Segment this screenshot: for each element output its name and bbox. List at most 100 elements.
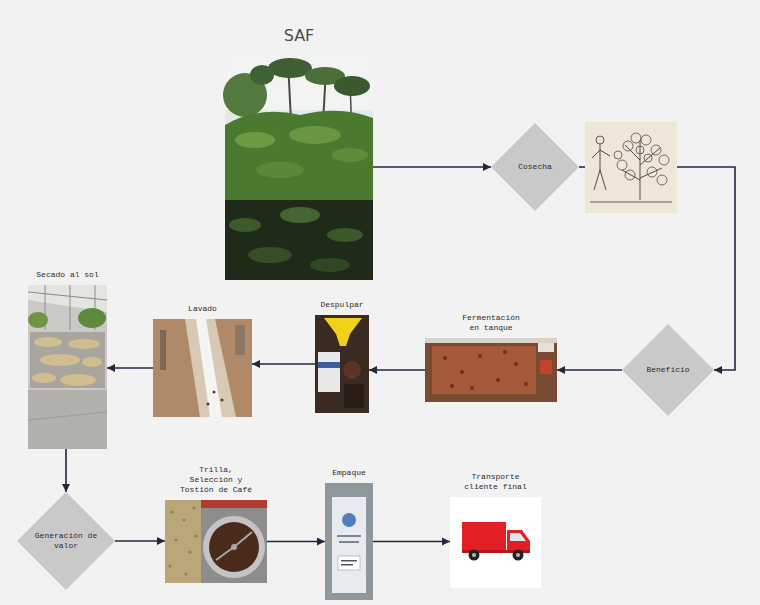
- fermentation-photo: [425, 338, 557, 402]
- pulper-photo: [318, 362, 340, 368]
- step-heading: Lavado: [188, 304, 217, 314]
- null: [641, 135, 651, 145]
- flow-arrow: [373, 541, 450, 543]
- truck-icon: [462, 522, 506, 552]
- washing-photo: [196, 319, 222, 417]
- step-heading: Empaque: [332, 468, 366, 478]
- truck-icon: [507, 530, 530, 552]
- forest-photo: [235, 132, 275, 148]
- step-label: Trilla, Selección y Tostión de Café: [178, 465, 254, 495]
- pulper-photo: [318, 352, 340, 392]
- null: [207, 403, 210, 406]
- step-heading: Secado al sol: [36, 270, 98, 280]
- sun-drying-photo: [28, 312, 48, 328]
- photo-step: Secado al sol: [28, 285, 107, 449]
- roasting-photo: [203, 516, 265, 578]
- null: [450, 384, 454, 388]
- diamond-text: Cosecha: [518, 162, 552, 172]
- null: [657, 175, 667, 185]
- washing-photo: [160, 330, 166, 370]
- forest-photo: [280, 207, 320, 223]
- null: [40, 354, 80, 366]
- flow-arrow: [369, 369, 425, 371]
- pulper-photo: [324, 318, 362, 346]
- truck-icon: [516, 553, 520, 557]
- null: [524, 382, 528, 386]
- step-label: Transporte cliente final: [463, 472, 529, 492]
- decision-diamond: Generación de valor: [17, 492, 115, 590]
- fermentation-photo: [538, 342, 554, 352]
- truck-icon: [469, 550, 480, 561]
- forest-photo: [225, 111, 373, 210]
- null: [625, 170, 635, 180]
- diamond-fill: [17, 492, 115, 590]
- decision-label: Generación de valor: [34, 531, 98, 551]
- forest-photo: [250, 65, 274, 85]
- null: [182, 518, 185, 521]
- null: [192, 506, 195, 509]
- null: [443, 350, 528, 390]
- roasting-photo: [209, 522, 259, 572]
- step-label: Despulpar: [320, 300, 363, 310]
- step-label: Lavado: [188, 304, 217, 314]
- washing-photo: [235, 325, 245, 355]
- truck-icon: [450, 497, 541, 588]
- flow-arrow: [557, 369, 622, 371]
- photo-step: Fermentación en tanque: [425, 338, 557, 402]
- roasting-photo: [165, 500, 267, 583]
- diamond-text: Beneficio: [646, 365, 689, 375]
- step-label: Empaque: [332, 468, 366, 478]
- null: [82, 357, 102, 367]
- step-label: SAF: [284, 27, 315, 45]
- step-label: Fermentación en tanque: [456, 313, 526, 333]
- null: [34, 337, 62, 347]
- null: [651, 145, 661, 155]
- truck-icon: [472, 553, 476, 557]
- flow-arrow: [115, 540, 165, 542]
- null: [188, 550, 191, 553]
- null: [617, 160, 627, 170]
- package-photo: [332, 497, 366, 593]
- roasting-photo: [201, 500, 267, 508]
- pulper-photo: [315, 315, 369, 413]
- null: [170, 510, 173, 513]
- null: [514, 362, 518, 366]
- null: [213, 391, 216, 394]
- sun-drying-photo: [30, 332, 105, 388]
- null: [194, 534, 197, 537]
- decision-diamond: Beneficio: [622, 324, 714, 416]
- step-heading: Fermentación en tanque: [456, 313, 526, 333]
- diamond-text: Generación de valor: [34, 531, 98, 551]
- null: [659, 155, 669, 165]
- forest-photo: [248, 247, 292, 263]
- package-photo: [342, 513, 356, 527]
- roasting-photo: [216, 532, 252, 560]
- flow-arrow: [107, 367, 153, 369]
- step-heading: SAF: [284, 27, 315, 45]
- null: [443, 356, 447, 360]
- truck-icon: [513, 550, 524, 561]
- null: [470, 386, 474, 390]
- photo-step: Trilla, Selección y Tostión de Café: [165, 500, 267, 583]
- forest-photo: [334, 76, 370, 96]
- harvest-sketch: [585, 122, 677, 213]
- package-photo: [341, 564, 353, 566]
- null: [184, 572, 187, 575]
- decision-diamond: Cosecha: [491, 123, 579, 211]
- flow-arrow: [65, 449, 67, 492]
- washing-photo: [153, 319, 252, 417]
- step-heading: Transporte cliente final: [463, 472, 529, 492]
- pulper-photo: [315, 315, 369, 413]
- pulper-photo: [343, 361, 361, 379]
- sun-drying-photo: [28, 285, 107, 449]
- washing-photo: [185, 319, 236, 417]
- flow-arrow: [373, 166, 491, 168]
- null: [174, 538, 177, 541]
- washing-photo: [153, 319, 252, 417]
- truck-icon: [450, 497, 541, 588]
- photo-step: Transporte cliente final: [450, 497, 541, 588]
- flow-arrow: [252, 363, 315, 365]
- decision-label: Cosecha: [518, 162, 552, 172]
